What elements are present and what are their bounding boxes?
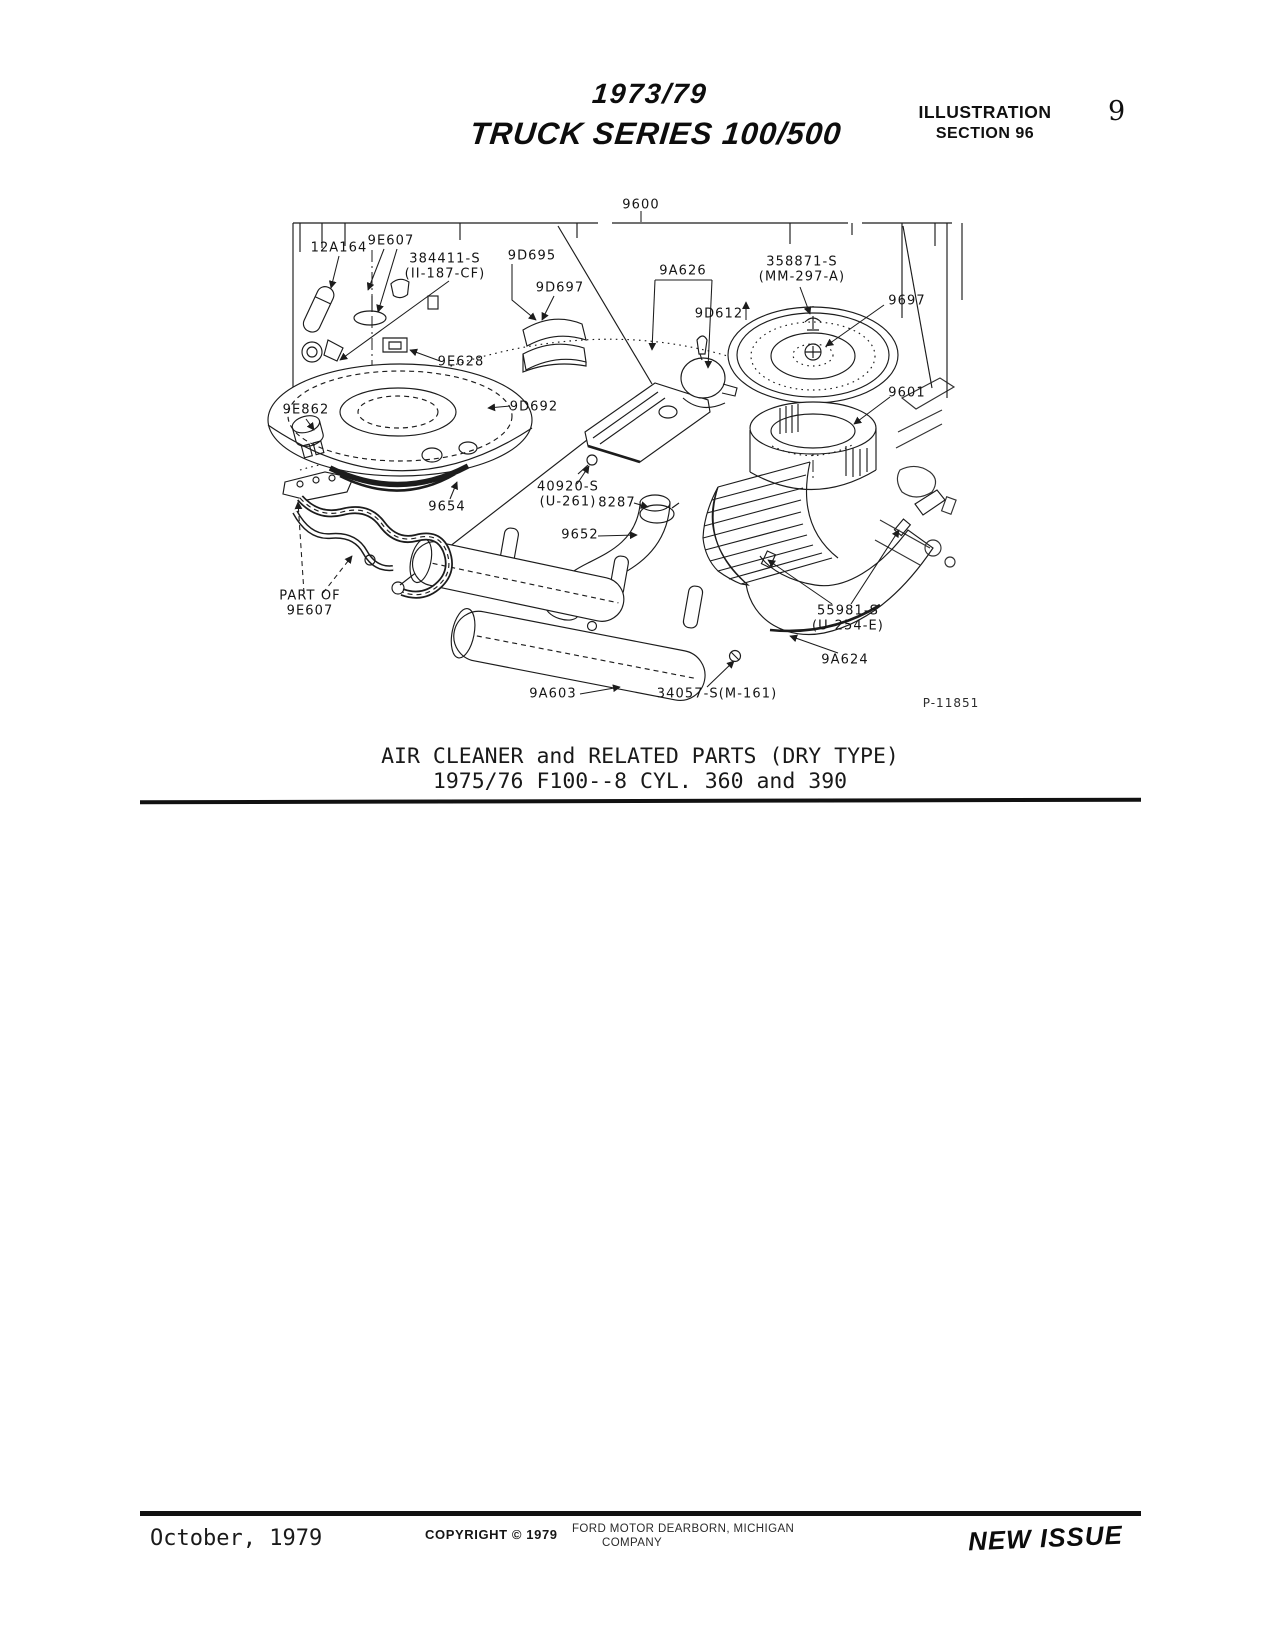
catalog-title: 1973/79 TRUCK SERIES 100/500 [468,78,844,152]
air-cleaner-lid [727,306,899,478]
caption-line1: AIR CLEANER and RELATED PARTS (DRY TYPE) [381,744,899,769]
section-line2: SECTION 96 [935,125,1035,142]
vacuum-hose-bundle [282,471,453,599]
part-label: 384411-S(II-187-CF) [404,251,486,282]
section-line1: ILLUSTRATION [918,102,1052,122]
part-label: 9E607 [367,233,415,249]
company-line2: COMPANY [602,1537,663,1550]
caption-line2: 1975/76 F100--8 CYL. 360 and 390 [432,768,848,794]
figure-caption: AIR CLEANER and RELATED PARTS (DRY TYPE)… [0,744,1275,795]
footer-rule [140,1511,1141,1516]
title-series: TRUCK SERIES 100/500 [468,116,844,151]
part-label: 9A603 [529,686,577,702]
part-label: 9A624 [821,652,869,668]
footer-date: October, 1979 [150,1526,323,1551]
part-label: 8287 [598,495,636,511]
part-label: 9D697 [535,280,585,296]
heat-shield [584,382,711,464]
sensor-9e862 [291,415,325,459]
leader-lines [294,211,900,695]
part-label: 9D692 [509,399,559,415]
air-cleaner-body [267,250,533,492]
wing-nut [804,316,822,331]
part-label: 9600 [622,197,660,213]
clip-9e628 [382,337,408,353]
vacuum-motor [680,335,738,409]
bolt-40920 [586,454,598,466]
company-line1: FORD MOTOR DEARBORN, MICHIGAN [572,1523,795,1535]
engine-sketch [874,377,957,568]
part-label: 9601 [888,385,926,401]
bolt-34057 [728,649,742,663]
footer-company: FORD MOTOR DEARBORN, MICHIGAN COMPANY [572,1522,794,1551]
part-label: 9E628 [437,354,485,370]
flex-duct [702,461,839,586]
sensor-parts [291,286,344,459]
wing-bolt [390,278,410,299]
section-label: ILLUSTRATION SECTION 96 [900,102,1070,143]
heat-shroud-upper [409,527,629,632]
part-label: 9697 [888,293,926,309]
part-label: 9D695 [507,248,557,264]
figure-number: P-11851 [922,696,980,710]
part-label: 12A164 [310,240,368,256]
part-label: 9652 [561,527,599,543]
part-label: 9654 [428,499,466,515]
part-label: 9E862 [282,402,330,418]
clamp-8287 [639,504,675,524]
heat-shroud-lower [450,585,742,701]
part-label: 34057-S(M-161) [656,686,778,702]
part-label: 9D612 [694,306,744,322]
footer-copyright: COPYRIGHT © 1979 [425,1527,558,1542]
part-label: 358871-S(MM-297-A) [758,254,846,285]
page-number: 9 [1108,96,1126,127]
part-label: 40920-S(U-261) [537,479,599,510]
intake-wedges [522,318,587,373]
title-years: 1973/79 [590,78,710,109]
part-label: 9A626 [659,263,707,279]
filter-element [749,401,877,491]
part-label: 55981-S(U-254-E) [812,603,884,634]
